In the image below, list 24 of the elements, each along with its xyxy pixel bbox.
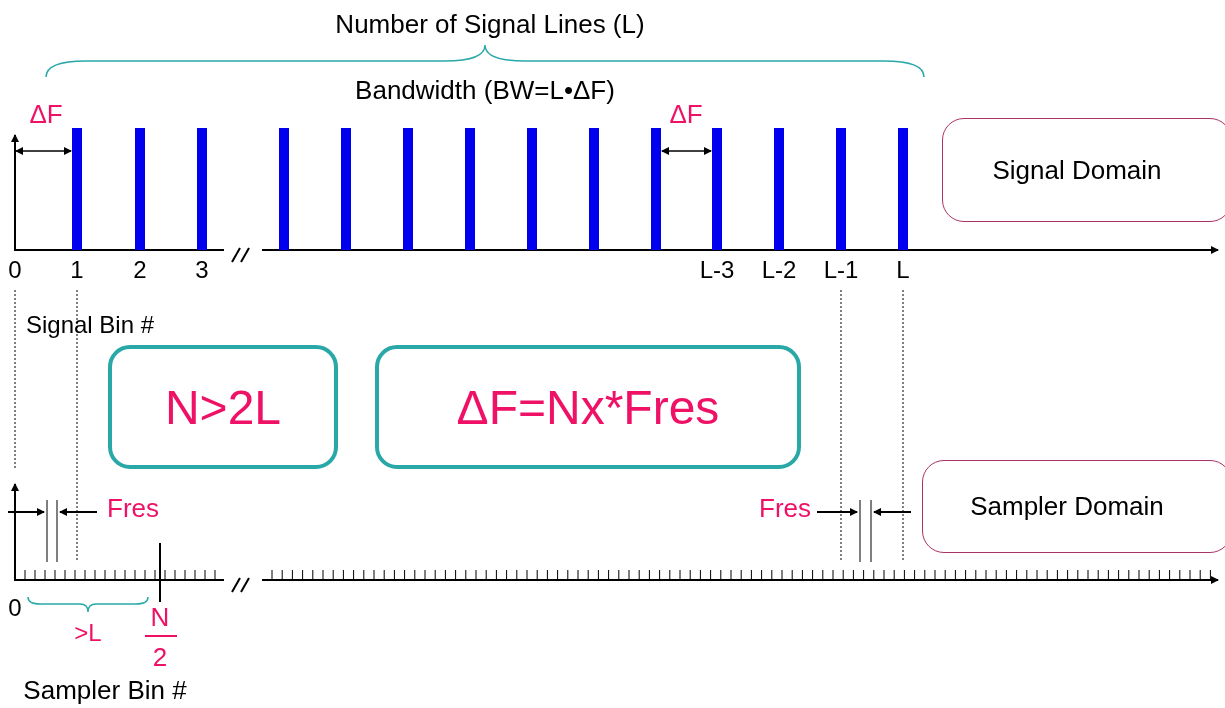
- bin-number: 0: [8, 258, 22, 282]
- fraction-numerator: N: [150, 604, 170, 630]
- fraction-denominator: 2: [152, 644, 168, 670]
- domain-box: Sampler Domain: [922, 460, 1225, 553]
- bandwidth-label: Bandwidth (BW=L•ΔF): [355, 77, 615, 103]
- resolution-label: Fres: [107, 495, 159, 521]
- resolution-label: Fres: [759, 495, 811, 521]
- bin-number: L-3: [699, 258, 735, 282]
- condition-box: N>2L: [108, 345, 338, 469]
- bin-number: 1: [70, 258, 84, 282]
- axis-title: Sampler Bin #: [23, 677, 187, 703]
- bin-number: 2: [133, 258, 147, 282]
- spacing-label: ΔF: [29, 101, 63, 127]
- spacing-label: ΔF: [669, 101, 703, 127]
- formula-box: ΔF=Nx*Fres: [375, 345, 801, 469]
- bin-number: L-2: [761, 258, 797, 282]
- bin-number: 3: [195, 258, 209, 282]
- domain-box: Signal Domain: [942, 118, 1225, 222]
- range-label: >L: [74, 621, 102, 645]
- heading: Number of Signal Lines (L): [335, 11, 645, 37]
- bin-number: L: [896, 258, 910, 282]
- axis-title: Signal Bin #: [25, 313, 155, 337]
- bin-number: L-1: [823, 258, 859, 282]
- bin-number: 0: [8, 596, 22, 620]
